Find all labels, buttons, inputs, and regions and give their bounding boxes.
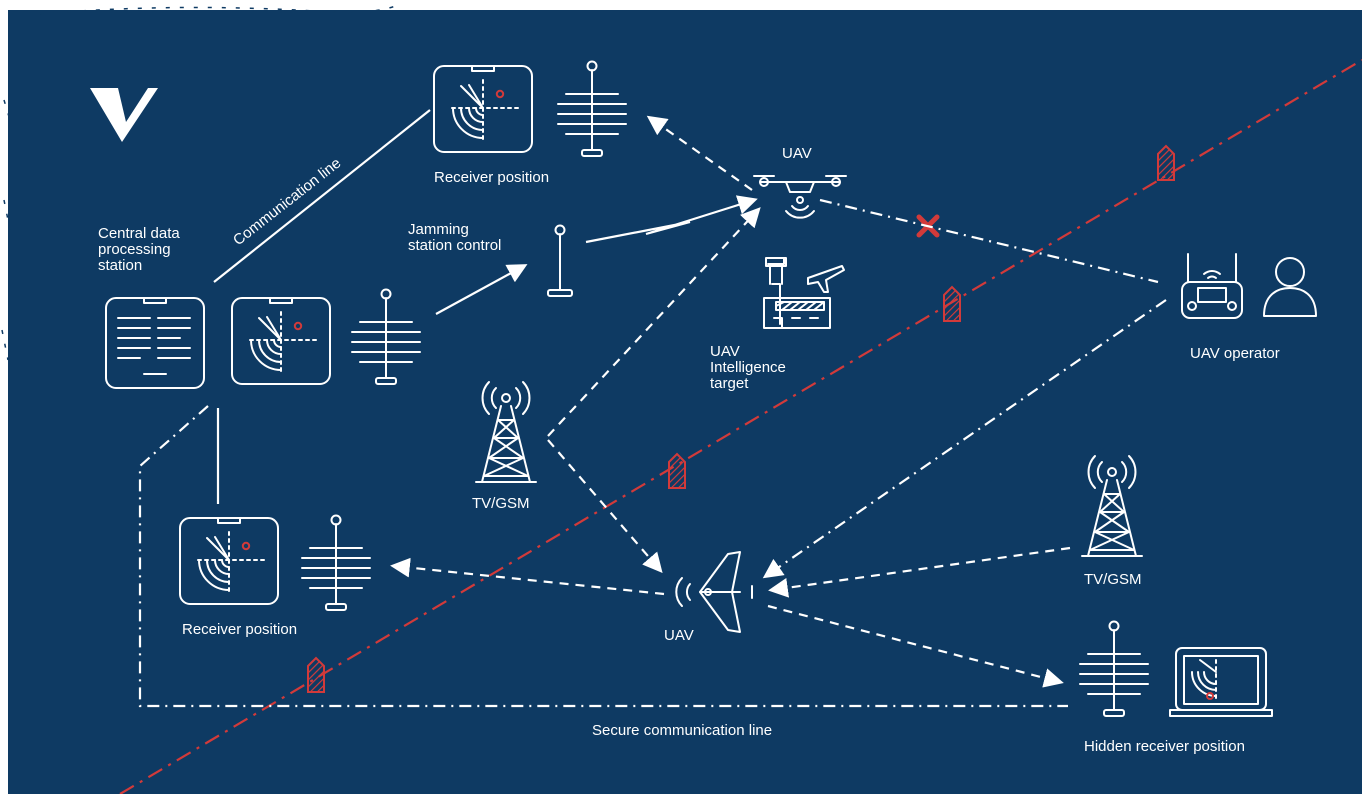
uav-label: UAV (664, 627, 694, 644)
jamming-antenna-icon (547, 224, 573, 297)
hidden-receiver-label: Hidden receiver position (1084, 738, 1245, 755)
secure-communication-line (138, 405, 1068, 708)
tv-gsm-label: TV/GSM (1084, 571, 1142, 588)
communication-line (213, 109, 431, 283)
gsm-signal-arrow (768, 546, 1071, 598)
gsm-signal-arrow (547, 207, 761, 437)
receiver-position-label: Receiver position (434, 169, 549, 186)
airport-icon (763, 257, 845, 329)
boundary-marker-icon (668, 453, 686, 489)
document-screen-icon (105, 297, 205, 389)
intelligence-target-label: UAV Intelligence target (710, 343, 790, 392)
person-icon (1263, 257, 1317, 317)
boundary-marker-icon (943, 286, 961, 322)
uav-signal-arrow (390, 557, 665, 596)
laptop-radar-icon (1169, 647, 1273, 717)
central-station-label: Central data processing station (98, 225, 184, 274)
tv-gsm-label: TV/GSM (472, 495, 530, 512)
edge-decoration (1, 3, 401, 361)
control-link (819, 198, 1159, 284)
remote-controller-icon (1181, 253, 1243, 319)
gsm-signal-arrow (547, 439, 663, 574)
boundary-marker-icon (307, 657, 325, 693)
boundary-marker-icon (1157, 145, 1175, 181)
uav-signal-arrow (646, 115, 753, 191)
detection-boundary-line (119, 59, 1362, 794)
v-logo-icon (90, 88, 158, 142)
uav-label: UAV (782, 145, 812, 162)
jamming-control-label: Jamming station control (408, 221, 501, 254)
control-arrow (435, 264, 528, 315)
uav-operator-label: UAV operator (1190, 345, 1280, 362)
diagram-background (8, 10, 1362, 794)
uav-signal-arrow (767, 604, 1064, 688)
control-link (762, 299, 1167, 579)
jamming-signal (585, 195, 758, 244)
receiver-position-label: Receiver position (182, 621, 297, 638)
secure-line-label: Secure communication line (592, 722, 772, 739)
flying-wing-uav-icon (675, 551, 753, 633)
quadcopter-icon (753, 175, 847, 219)
